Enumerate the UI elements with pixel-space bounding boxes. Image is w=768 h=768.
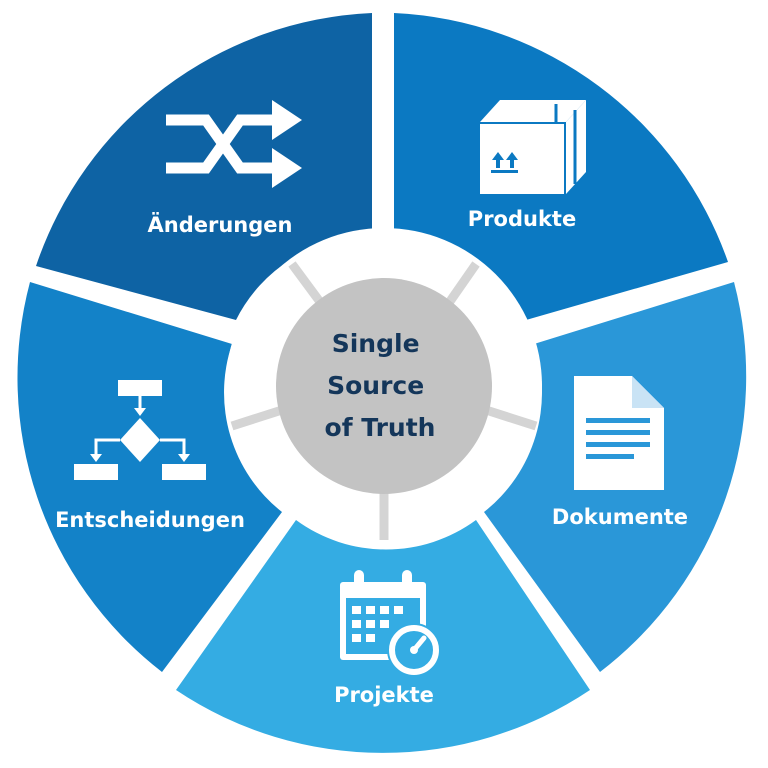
center-title: Single Source of Truth <box>325 329 436 442</box>
segment-label-projekte: Projekte <box>334 683 434 707</box>
segment-label-aenderungen: Änderungen <box>148 212 293 237</box>
shuffle-icon <box>166 114 276 174</box>
center-line-1: Single <box>332 329 420 358</box>
spokes <box>230 261 538 540</box>
segment-label-produkte: Produkte <box>468 207 576 231</box>
center-circle <box>276 278 492 494</box>
flowchart-icon <box>74 380 206 480</box>
box-icon <box>480 100 586 194</box>
calendar-clock-icon <box>340 570 441 677</box>
shuffle-arrowheads <box>272 100 302 188</box>
spoke-right <box>484 405 538 431</box>
spoke-left <box>230 405 284 431</box>
center-line-3: of Truth <box>325 413 436 442</box>
segment-label-dokumente: Dokumente <box>552 505 688 529</box>
segment-label-entscheidungen: Entscheidungen <box>55 508 245 532</box>
document-icon <box>574 376 664 490</box>
segment-entscheidungen <box>17 282 282 672</box>
center-line-2: Source <box>327 371 424 400</box>
